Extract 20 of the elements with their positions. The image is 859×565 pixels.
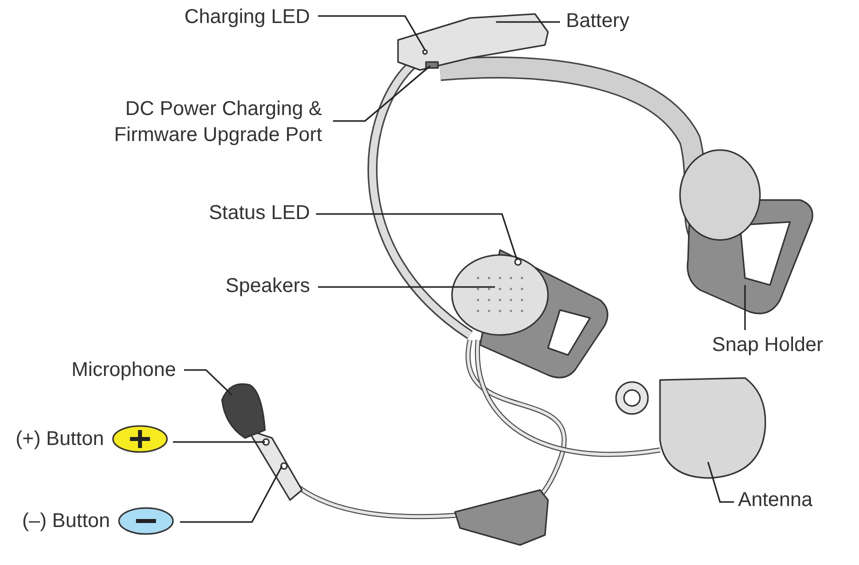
leader-line — [333, 65, 430, 122]
part-label: Charging LED — [184, 5, 310, 30]
part-label: Microphone — [71, 358, 176, 383]
part-label: (+) Button — [16, 427, 104, 452]
leader-line — [173, 441, 265, 443]
leader-line — [707, 462, 734, 503]
part-label: Battery — [566, 9, 630, 34]
part-label: Speakers — [226, 274, 310, 299]
leader-line — [318, 286, 495, 288]
part-label: (–) Button — [22, 509, 110, 534]
leader-line — [316, 213, 518, 260]
part-label: Status LED — [208, 201, 310, 226]
leader-line — [744, 285, 746, 330]
leader-line — [496, 21, 560, 23]
leader-line — [318, 15, 426, 50]
part-label: Antenna — [738, 488, 813, 513]
part-label: Snap Holder — [712, 333, 824, 358]
leader-line — [180, 466, 283, 523]
leader-line — [184, 369, 233, 396]
part-label: DC Power Charging & Firmware Upgrade Port — [113, 97, 322, 148]
